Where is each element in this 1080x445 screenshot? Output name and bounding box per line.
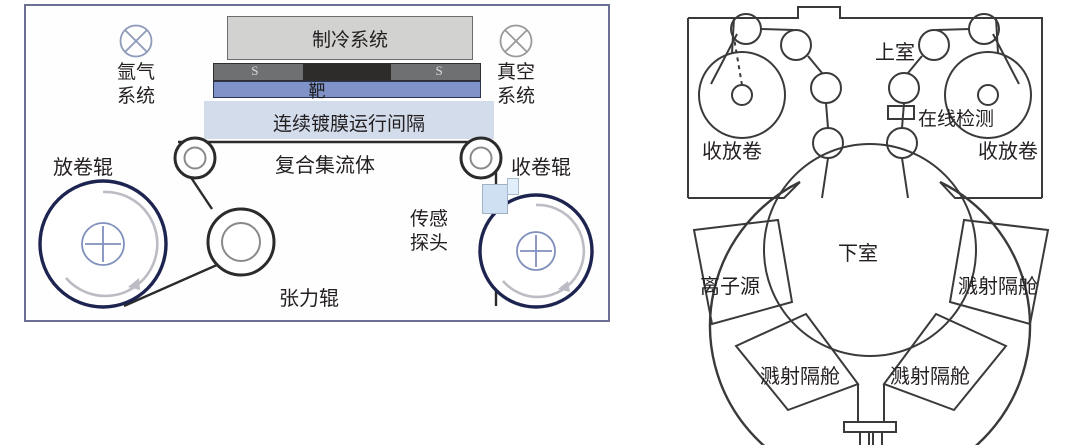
sensor-probe-label-line2: 探头 (410, 232, 449, 254)
right-winder-roll (944, 51, 1032, 139)
vacuum-system-label-line1: 真空 (496, 61, 535, 83)
magnet-center-pole (303, 64, 391, 80)
winder-right-label: 收放卷 (978, 139, 1038, 163)
sputter-bay-right (948, 218, 1050, 326)
upper-chamber-label: 上室 (875, 40, 915, 64)
argon-system-label-line1: 氩气 (116, 61, 155, 83)
inline-detection-sensor-box (887, 105, 915, 120)
guide-roller-right (459, 136, 503, 180)
left-winder-roll (698, 51, 786, 139)
unwind-roller-label: 放卷辊 (53, 155, 113, 179)
right-web-tail (992, 33, 1020, 85)
vacuum-valve-icon (499, 24, 533, 58)
left-winder-spoke (733, 37, 743, 86)
web-path-and-rollers (38, 136, 594, 309)
right-roller-2 (918, 29, 950, 61)
target-label: 靶 (308, 82, 326, 102)
left-winder-core (731, 84, 753, 106)
sputter-bay-bottom-left-label: 溅射隔舱 (760, 364, 840, 388)
sputter-bay-right-label: 溅射隔舱 (958, 274, 1038, 298)
lower-chamber-outer-arc (708, 180, 1032, 445)
left-schematic-panel: 氩气 系统 真空 系统 制冷系统 S S 靶 连续镀膜运行间隔 (24, 4, 610, 322)
cooling-system-label: 制冷系统 (311, 29, 388, 51)
argon-system-label-line2: 系统 (116, 85, 155, 107)
right-winder-assembly (886, 13, 1032, 199)
sputter-bay-bottom-right-label: 溅射隔舱 (890, 364, 970, 388)
left-roller-2 (780, 29, 812, 61)
cooling-system-box: 制冷系统 (227, 16, 473, 60)
argon-valve-icon (119, 24, 153, 58)
sensor-probe-body (482, 184, 508, 214)
lower-chamber-label: 下室 (838, 241, 878, 265)
left-roller-3 (810, 72, 842, 104)
magnet-pole-left-label: S (251, 63, 259, 78)
vacuum-system-label-line2: 系统 (496, 85, 535, 107)
ion-source-label: 离子源 (700, 274, 760, 298)
composite-collector-label: 复合集流体 (275, 153, 375, 177)
right-chamber-schematic (687, 6, 1050, 445)
tension-roller (206, 207, 276, 277)
sensor-probe-tab (507, 178, 519, 195)
winder-left-label: 收放卷 (702, 139, 762, 163)
rewind-roll (478, 193, 594, 309)
sensor-probe-label-line1: 传感 (410, 208, 449, 230)
right-roller-3 (888, 72, 920, 104)
left-web-path (731, 17, 829, 199)
right-roller-4 (886, 127, 918, 159)
left-web-tail (710, 33, 738, 85)
inline-detection-label: 在线检测 (918, 108, 995, 130)
right-web-path (901, 17, 999, 199)
left-winder-assembly (698, 13, 844, 199)
tension-roller-label: 张力辊 (279, 286, 339, 310)
magnet-pole-right-label: S (435, 63, 443, 78)
coating-gap-label: 连续镀膜运行间隔 (272, 113, 425, 135)
lower-chamber-circle (763, 143, 977, 357)
continuous-coating-gap-band: 连续镀膜运行间隔 (204, 101, 494, 139)
upper-chamber-outline (687, 6, 1043, 199)
sputter-target-bar (213, 81, 481, 98)
magnetron-magnet-bar: S S (213, 63, 481, 81)
bottom-pump-stand (843, 384, 897, 445)
right-winder-core (977, 84, 999, 106)
ion-source-bay (692, 218, 794, 326)
rewind-roller-label: 收卷辊 (511, 155, 571, 179)
unwind-roll (38, 179, 168, 309)
guide-roller-left (173, 136, 217, 180)
